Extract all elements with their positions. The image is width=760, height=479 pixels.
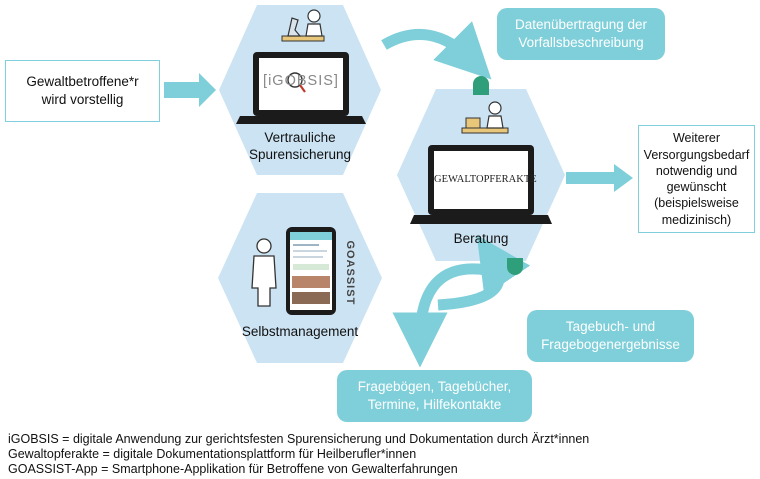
footer-line-goassist: GOASSIST-App = Smartphone-Applikation fü… (8, 462, 458, 476)
beratung-label: Beratung (453, 231, 509, 246)
bubble-frageboegen: Fragebögen, Tagebücher, Termine, Hilfeko… (337, 370, 532, 422)
bubble-datenuebertragung: Datenübertragung der Vorfallsbeschreibun… (497, 8, 665, 60)
igobsis-label: Vertrauliche Spurensicherung (248, 130, 352, 162)
curved-arrow-top (381, 21, 492, 80)
curved-arrow-cycle-left (392, 263, 488, 368)
connector-bottom (507, 258, 523, 275)
laptop-beratung-icon (410, 145, 552, 224)
footer-line-igobsis: iGOBSIS = digitale Anwendung zur gericht… (8, 432, 590, 446)
desk-counselor-icon (461, 101, 509, 134)
weiterer-box: Weiterer Versorgungsbedarf notwendig und… (638, 125, 755, 233)
connector-top (473, 76, 489, 95)
smartphone-goassist-icon (286, 227, 336, 315)
arrow-beratung-to-weiterer (566, 164, 633, 192)
person-icon (251, 238, 277, 307)
arrow-start-to-igobsis (164, 73, 216, 107)
bubble-tagebuch: Tagebuch- und Fragebogenergebnisse (527, 310, 694, 362)
footer-line-gewaltopferakte: Gewaltopferakte = digitale Dokumentation… (8, 447, 417, 461)
igobsis-screen-text: [iGOBSIS] (263, 73, 339, 89)
selbst-label: Selbstmanagement (241, 324, 359, 339)
beratung-screen-text: GEWALTOPFERAKTE (434, 174, 537, 185)
curved-arrow-cycle-right (437, 235, 531, 311)
magnifier-icon (287, 72, 306, 93)
start-box: Gewaltbetroffene*r wird vorstellig (5, 60, 160, 122)
goassist-brand: GOASSIST (343, 240, 356, 306)
microscope-doctor-icon (281, 9, 325, 42)
